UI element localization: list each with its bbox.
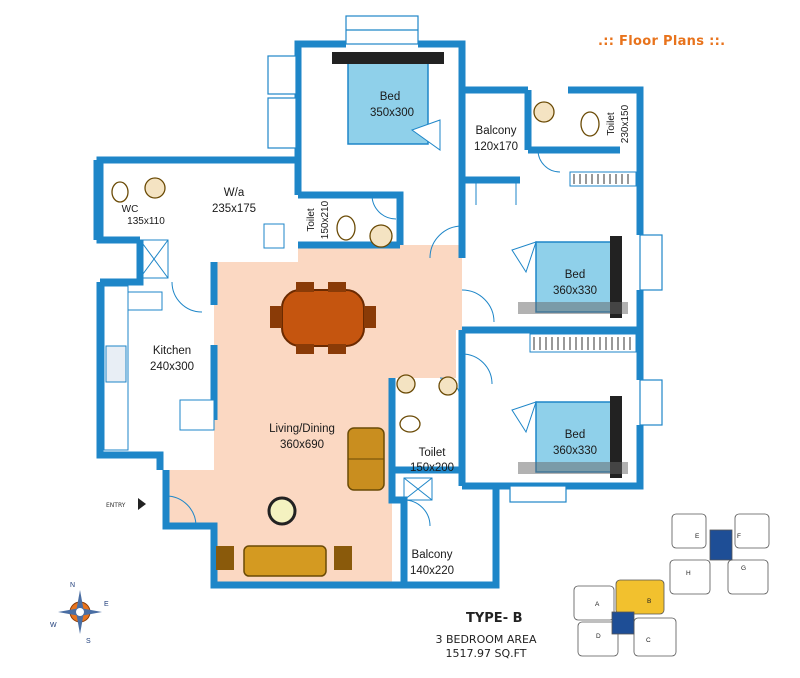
dining-table [270, 282, 376, 354]
key-block-g: G [741, 565, 746, 572]
bed-3-size: 360x330 [553, 445, 597, 457]
bed-2-furniture [511, 236, 628, 318]
toilet-3-label: Toilet [419, 447, 447, 459]
kitchen-size: 240x300 [150, 361, 194, 373]
toilet-2-size: 150x210 [320, 200, 331, 239]
toilet-3-size: 150x200 [410, 462, 454, 474]
shafts [139, 223, 433, 501]
key-block-c: C [646, 637, 651, 644]
living-dining-floor [214, 245, 462, 378]
key-block-b: B [647, 598, 651, 605]
bed-2-label: Bed [565, 269, 585, 281]
key-block-h: H [686, 570, 691, 577]
balcony-2-label: Balcony [412, 549, 453, 561]
bed-3-furniture [511, 396, 628, 478]
toilet-1-label: Toilet [606, 112, 617, 136]
area-label: 3 BEDROOM AREA [435, 633, 537, 646]
compass-icon [58, 590, 102, 634]
living-label: Living/Dining [269, 423, 335, 435]
key-block-f: F [737, 533, 741, 540]
type-label: TYPE- B [466, 611, 523, 626]
sofa-side [347, 427, 385, 491]
entry-arrow-icon [138, 498, 146, 510]
key-block-a: A [595, 601, 600, 608]
coffee-table [267, 496, 297, 526]
entry-label: ENTRY [106, 502, 126, 509]
wardrobes [529, 171, 637, 353]
walls [93, 40, 644, 589]
wa-size: 235x175 [212, 203, 256, 215]
toilet-1-size: 230x150 [620, 104, 631, 143]
key-block-d: D [596, 633, 601, 640]
toilet-2-label: Toilet [306, 208, 317, 232]
kitchen-counter [103, 285, 215, 451]
bed-3-label: Bed [565, 429, 585, 441]
balcony-1-label: Balcony [476, 125, 517, 137]
balcony-2-size: 140x220 [410, 565, 454, 577]
bathroom-fixtures [111, 101, 600, 433]
bed-2-size: 360x330 [553, 285, 597, 297]
wa-label: W/a [224, 187, 245, 199]
kitchen-label: Kitchen [153, 345, 191, 357]
wc-label: WC [122, 204, 139, 215]
key-block-e: E [695, 533, 700, 540]
bed-1-furniture [332, 52, 444, 151]
balcony-1-size: 120x170 [474, 141, 518, 153]
page-title: .:: Floor Plans ::. [598, 34, 726, 49]
area-info: 3 BEDROOM AREA 1517.97 SQ.FT [424, 633, 548, 661]
sofa-main [216, 545, 352, 577]
wc-size: 135x110 [127, 216, 165, 227]
windows [267, 15, 663, 503]
key-plan [573, 513, 770, 657]
bed-1-label: Bed [380, 91, 400, 103]
compass-w: W [50, 622, 57, 629]
area-value: 1517.97 SQ.FT [445, 647, 527, 660]
living-size: 360x690 [280, 439, 324, 451]
bed-1-size: 350x300 [370, 107, 414, 119]
compass-s: S [86, 638, 91, 645]
entry-floor [166, 470, 216, 526]
compass-n: N [70, 582, 75, 589]
compass-e: E [104, 601, 109, 608]
